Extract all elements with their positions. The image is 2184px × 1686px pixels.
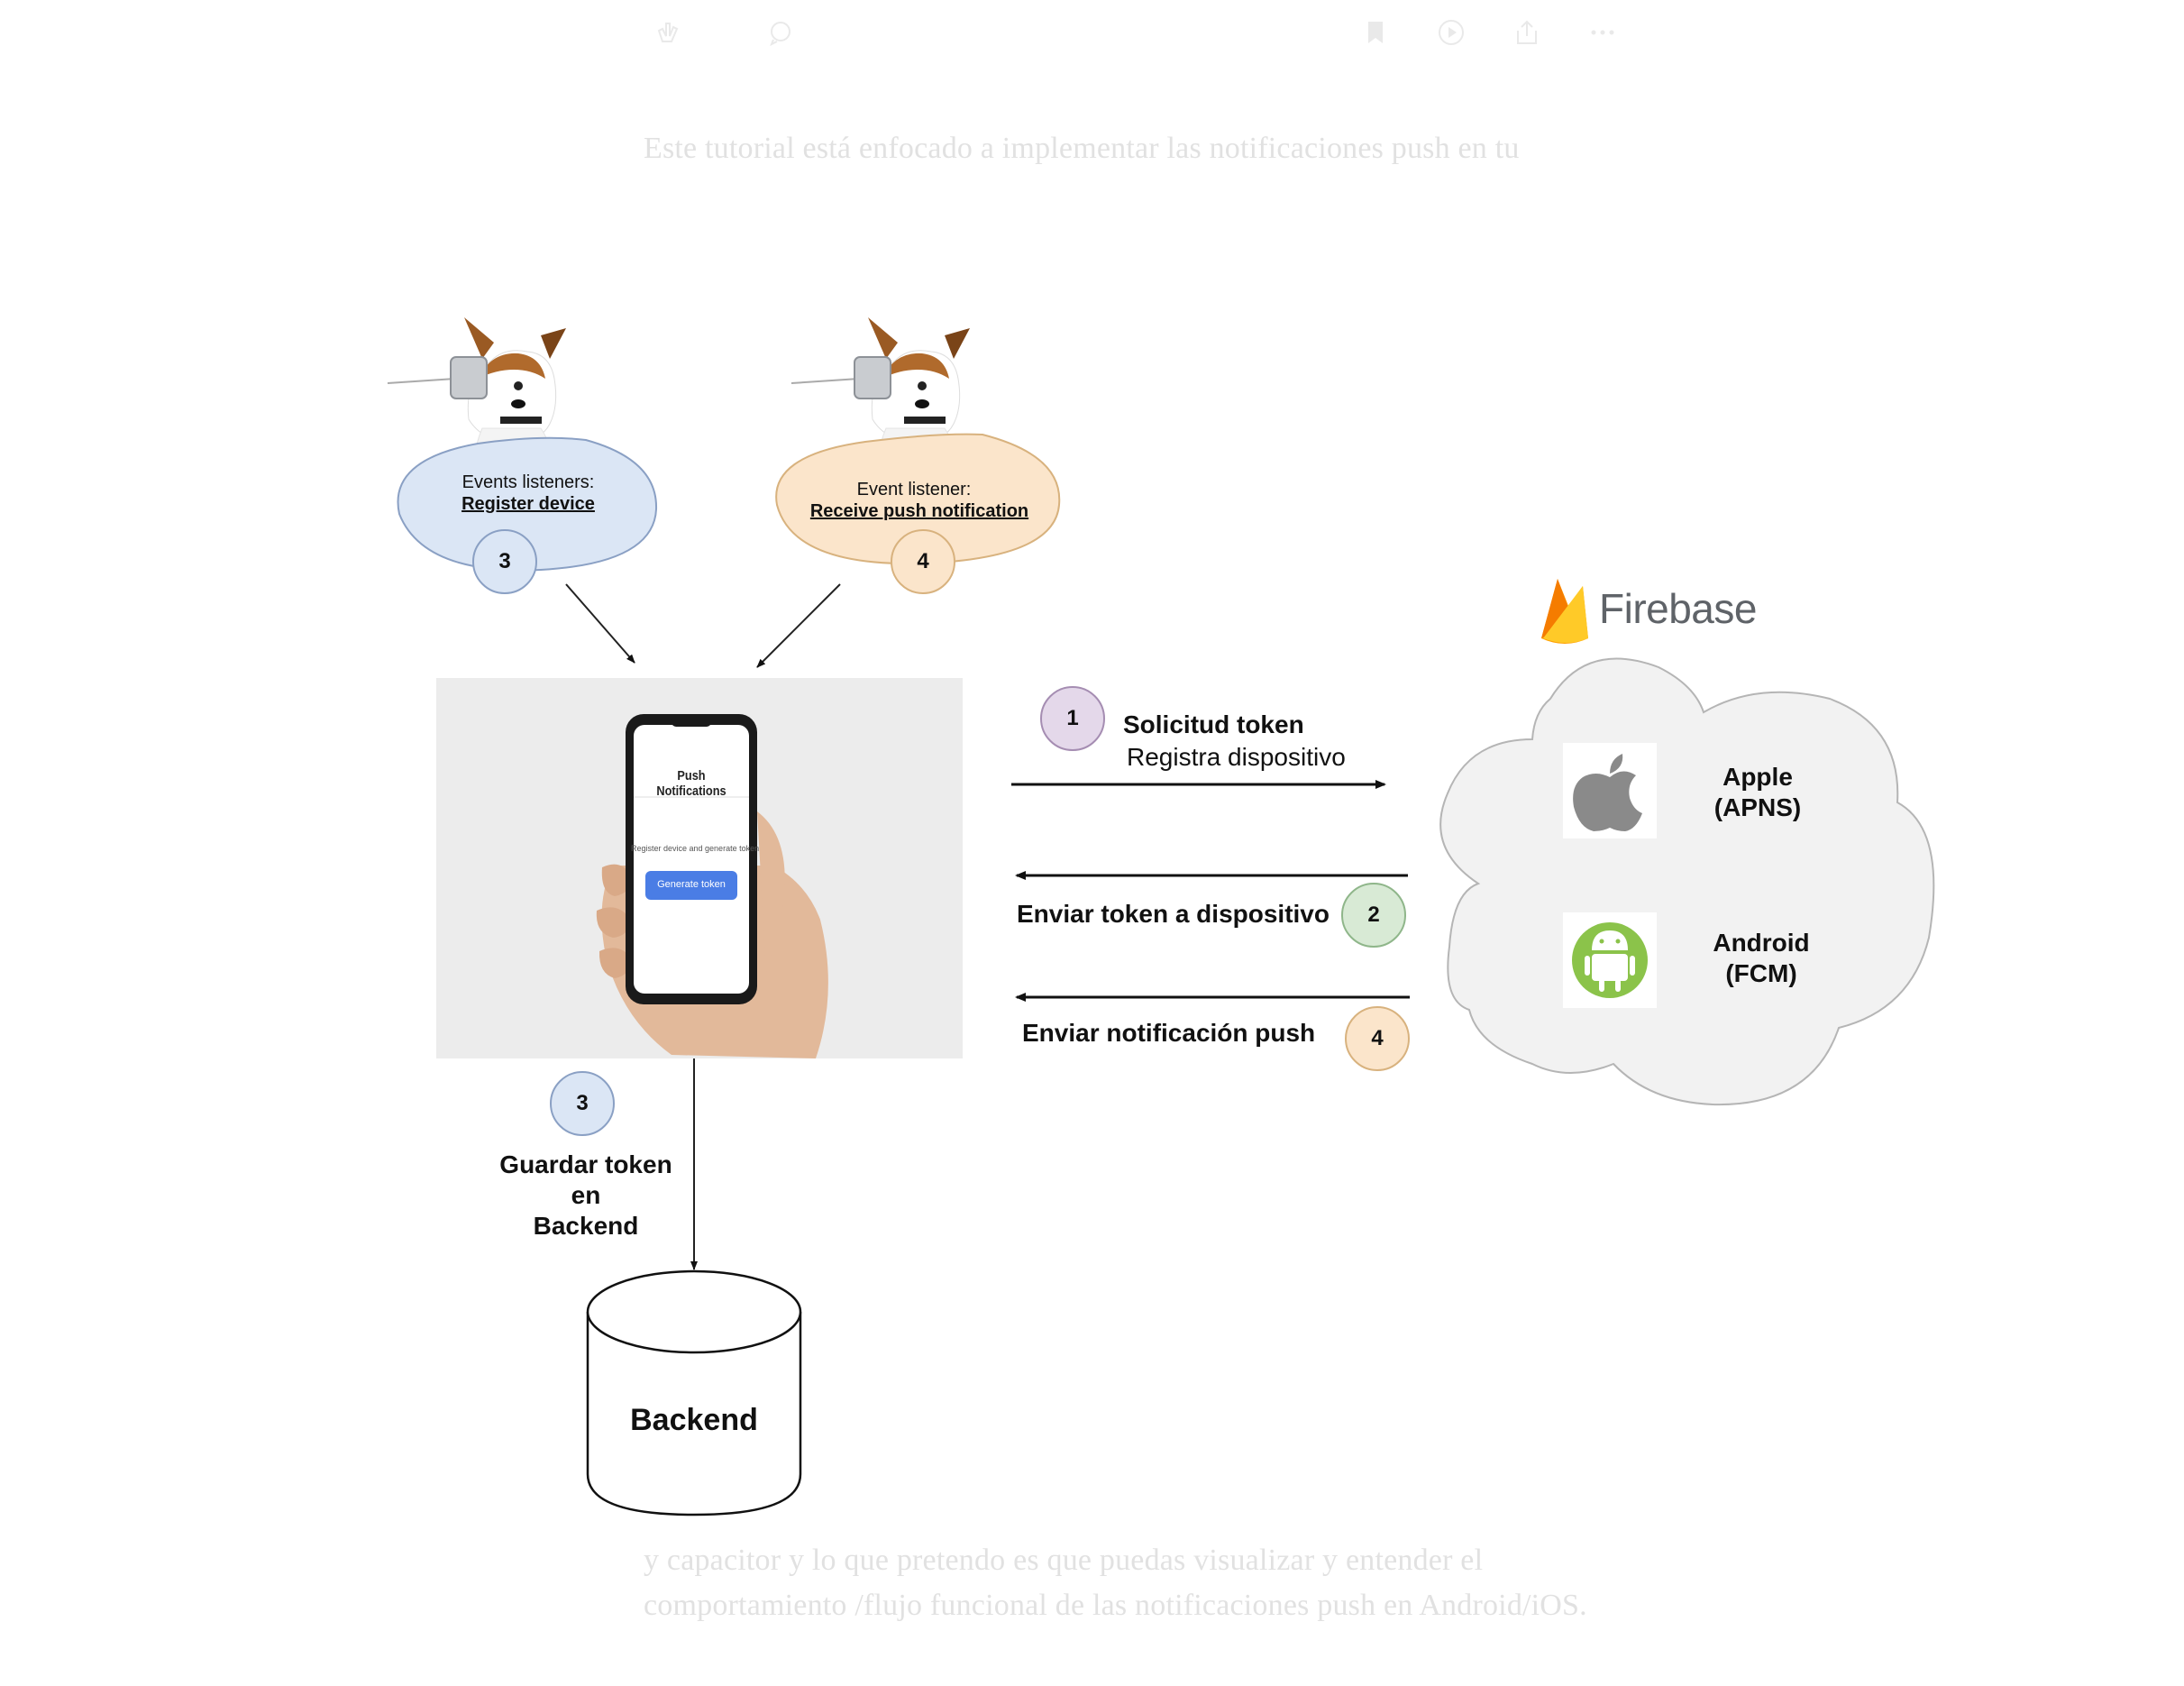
receive-step-number: 4 — [917, 549, 929, 573]
apple-service-code: (APNS) — [1713, 793, 1802, 821]
comment-icon[interactable] — [766, 18, 795, 47]
arrow-register-to-app — [565, 583, 635, 664]
app-screen-title: Push Notifications — [656, 768, 726, 799]
article-outro-line1: y capacitor y lo que pretendo es que pue… — [644, 1544, 1484, 1577]
more-icon[interactable] — [1588, 18, 1617, 47]
receive-push-notification-link[interactable]: Receive push notification — [809, 501, 1029, 521]
request-token-title: Solicitud token — [1123, 710, 1304, 738]
android-service-name: Android — [1713, 929, 1810, 957]
firebase-cloud — [1439, 657, 1935, 1106]
article-intro-text: Este tutorial está enfocado a implementa… — [644, 132, 1520, 165]
send-push-title: Enviar notificación push — [1022, 1019, 1316, 1047]
register-device-bubble — [397, 436, 658, 572]
flow-step-4-number: 4 — [1371, 1026, 1384, 1050]
bookmark-icon[interactable] — [1361, 18, 1390, 47]
backend-label: Backend — [630, 1403, 758, 1437]
save-token-line3: Backend — [533, 1212, 639, 1240]
clap-icon[interactable] — [653, 18, 682, 47]
register-device-link[interactable]: Register device — [461, 494, 595, 514]
register-step-number: 3 — [498, 549, 511, 573]
receive-bubble-title: Event listener: — [856, 480, 972, 499]
save-token-line2: en — [571, 1181, 601, 1209]
android-icon — [1563, 912, 1657, 1008]
share-icon[interactable] — [1512, 18, 1541, 47]
hand-holding-phone — [596, 714, 828, 1058]
step-circle-register — [472, 529, 537, 594]
save-token-step-number: 3 — [576, 1091, 589, 1115]
send-token-title: Enviar token a dispositivo — [1017, 900, 1330, 928]
step-circle-2 — [1341, 883, 1406, 948]
arrow-receive-to-app — [756, 583, 841, 668]
article-outro-line2: comportamiento /flujo funcional de las n… — [644, 1589, 1587, 1622]
backend-database — [586, 1269, 802, 1516]
step-circle-1 — [1040, 686, 1105, 751]
flow-step-1-number: 1 — [1066, 706, 1079, 730]
step-circle-receive — [891, 529, 955, 594]
app-screen-subtitle: Register device and generate token — [631, 844, 760, 853]
android-service-code: (FCM) — [1725, 959, 1797, 987]
apple-service-name: Apple — [1723, 763, 1793, 791]
flow-step-2-number: 2 — [1367, 903, 1380, 927]
step-circle-save-token — [550, 1071, 615, 1136]
firebase-logo-text: Firebase — [1599, 585, 1757, 632]
receive-push-bubble — [775, 433, 1061, 565]
apple-icon — [1563, 743, 1657, 838]
play-icon[interactable] — [1437, 18, 1466, 47]
step-circle-4 — [1345, 1006, 1410, 1071]
request-token-subtitle: Registra dispositivo — [1127, 743, 1346, 771]
firebase-flame-icon — [1541, 579, 1588, 644]
generate-token-button[interactable]: Generate token — [657, 879, 726, 890]
save-token-line1: Guardar token — [499, 1150, 672, 1178]
register-bubble-title: Events listeners: — [461, 472, 595, 492]
